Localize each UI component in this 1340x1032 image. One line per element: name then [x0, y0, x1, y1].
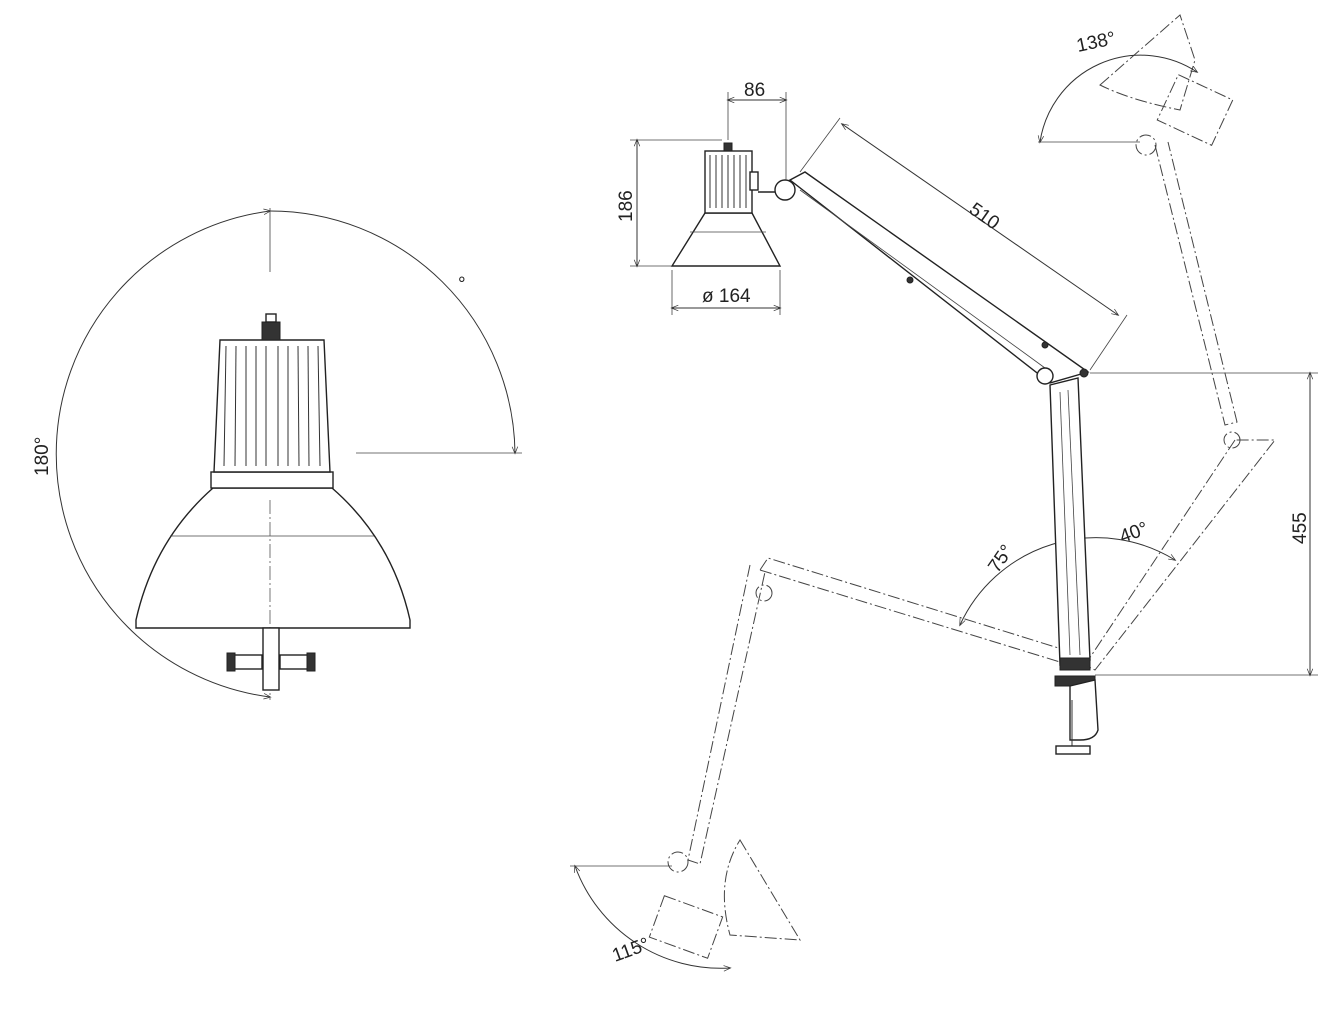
shade-diameter-label: ø 164	[702, 286, 751, 307]
front-view: 180° °	[32, 208, 522, 700]
front-housing	[213, 339, 331, 473]
front-rotation-unit: °	[458, 274, 466, 295]
lower-arm	[1049, 377, 1091, 666]
housing-ribs	[223, 345, 321, 467]
upper-arm-length-label: 510	[965, 199, 1003, 234]
desk-clamp	[1054, 657, 1099, 755]
side-view: 138° 115° 75° 40°	[570, 14, 1318, 972]
front-rotation-arc-right	[269, 210, 519, 455]
front-rotation-label: 180°	[32, 437, 53, 476]
upper-arm	[788, 171, 1090, 384]
ghost-arm-lower-left: 115°	[570, 557, 1066, 972]
front-rotation-arc	[55, 208, 272, 700]
arm-swing-left-label: 75°	[984, 541, 1018, 577]
shade-offset-label: 86	[744, 80, 765, 101]
side-lamp-head	[670, 142, 796, 267]
lower-arm-height-label: 455	[1290, 512, 1311, 544]
head-tilt-top-label: 138°	[1075, 28, 1118, 57]
front-shade	[135, 487, 411, 629]
shade-height-label: 186	[616, 190, 637, 222]
head-tilt-bottom-label: 115°	[610, 934, 653, 967]
arm-swing-right-label: 40°	[1117, 518, 1151, 548]
